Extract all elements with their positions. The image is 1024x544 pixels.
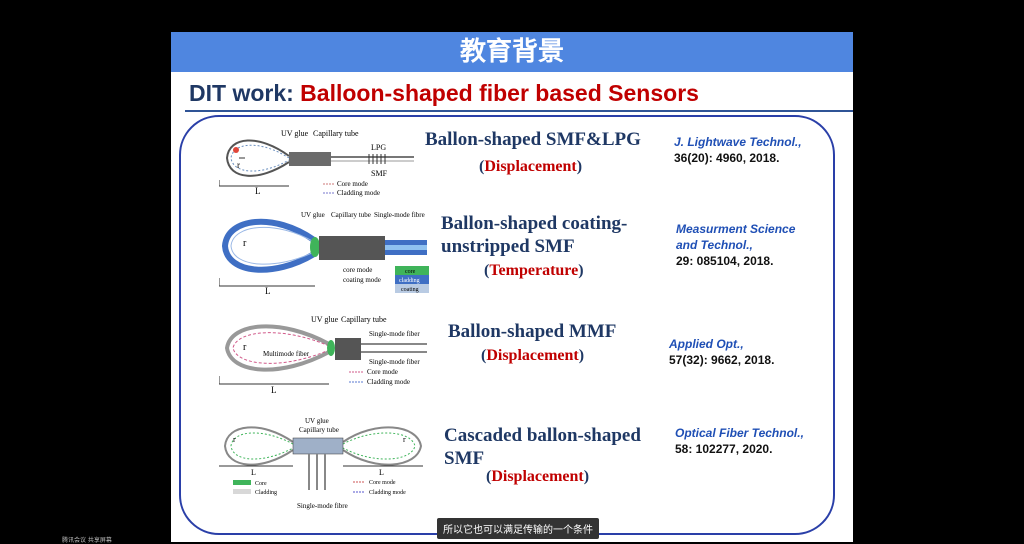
core-mode-label: Core mode xyxy=(367,368,398,376)
cladding-mode-label: Cladding mode xyxy=(337,189,380,197)
journal-name-3: Applied Opt., xyxy=(669,337,744,351)
presentation-slide: 教育背景 DIT work: Balloon-shaped fiber base… xyxy=(171,32,853,542)
sensor-name-2-line1: Ballon-shaped coating- xyxy=(441,213,628,234)
radius-label-left: r xyxy=(233,435,236,444)
core-mode-label: core mode xyxy=(343,266,372,274)
radius-label-right: r xyxy=(403,435,406,444)
sensor-name-2: Ballon-shaped coating-unstripped SMF xyxy=(441,212,627,258)
sensor-parameter-2-text: Temperature xyxy=(489,262,579,279)
single-mode-fibre-label: Single-mode fibre xyxy=(297,502,348,510)
capillary-tube-label: Capillary tube xyxy=(313,129,359,138)
radius-label: r xyxy=(237,160,240,170)
legend-cladding: cladding xyxy=(399,278,420,284)
sensor-parameter-1: (Displacement) xyxy=(479,158,583,175)
single-mode-fibre-label: Single-mode fibre xyxy=(374,211,425,219)
length-label-left: L xyxy=(251,468,256,477)
journal-ref-2: Measurment Science and Technol., 29: 08510… xyxy=(676,221,795,269)
subtitle-prefix: DIT work: xyxy=(189,80,301,106)
slide-header-title: 教育背景 xyxy=(171,32,853,72)
sensor-parameter-3-text: Displacement xyxy=(486,347,579,364)
sensor-parameter-2: (Temperature) xyxy=(484,262,584,279)
uv-glue-label: UV glue xyxy=(305,417,329,425)
legend-core: Core xyxy=(255,481,267,487)
single-mode-fiber-label-top: Single-mode fiber xyxy=(369,330,420,338)
coating-mode-label: coating mode xyxy=(343,276,381,284)
sensor-name-4-line1: Cascaded ballon-shaped xyxy=(444,425,641,446)
legend-core: core xyxy=(405,269,416,275)
length-label-right: L xyxy=(379,468,384,477)
uv-glue-label: UV glue xyxy=(311,315,339,324)
journal-name-4: Optical Fiber Technol., xyxy=(675,426,804,440)
diagram-cascaded: r r L L UV glue Capillary tube Core Clad… xyxy=(219,417,423,510)
smf-label: SMF xyxy=(371,169,388,178)
sensor-name-1-line1: Ballon-shaped SMF&LPG xyxy=(425,129,641,150)
sensor-parameter-4: (Displacement) xyxy=(486,468,590,485)
legend-cladding: Cladding xyxy=(255,490,277,496)
uv-glue-label: UV glue xyxy=(281,129,309,138)
slide-subtitle: DIT work: Balloon-shaped fiber based Sen… xyxy=(189,80,699,107)
sensor-name-1: Ballon-shaped SMF&LPG xyxy=(425,128,641,151)
sensor-name-2-line2: unstripped SMF xyxy=(441,236,575,257)
core-mode-label: Core mode xyxy=(337,180,368,188)
diagram-mmf: r Multimode fiber L UV glue Capillary tu… xyxy=(219,315,427,394)
radius-label: r xyxy=(243,238,247,249)
subtitle-accent: Balloon-shaped fiber based Sensors xyxy=(300,80,699,106)
sensor-name-3: Ballon-shaped MMF xyxy=(448,320,616,343)
core-mode-label: Core mode xyxy=(369,480,396,486)
diagram-smf-lpg: r L UV glue Capillary tube LPG SMF Core … xyxy=(219,129,414,197)
cladding-mode-label: Cladding mode xyxy=(367,378,410,386)
journal-citation-2: 29: 085104, 2018. xyxy=(676,254,774,268)
capillary-tube-label: Capillary tube xyxy=(331,211,371,219)
journal-name-2-line2: and Technol., xyxy=(676,238,753,252)
diagram-coating-smf: r L UV glue Capillary tube Single-mode f… xyxy=(219,211,429,294)
journal-citation-3: 57(32): 9662, 2018. xyxy=(669,353,775,367)
cladding-mode-label: Cladding mode xyxy=(369,490,406,496)
journal-citation-1: 36(20): 4960, 2018. xyxy=(674,151,780,165)
length-label: L xyxy=(271,385,277,394)
length-label: L xyxy=(255,186,261,196)
uv-glue-label: UV glue xyxy=(301,211,325,219)
sensor-name-4-line2: SMF xyxy=(444,448,485,469)
single-mode-fiber-label-bottom: Single-mode fiber xyxy=(369,358,420,366)
journal-ref-3: Applied Opt., 57(32): 9662, 2018. xyxy=(669,336,774,368)
journal-name-1: J. Lightwave Technol., xyxy=(674,135,802,149)
length-label: L xyxy=(265,286,271,294)
journal-ref-1: J. Lightwave Technol., 36(20): 4960, 2018… xyxy=(674,134,802,166)
journal-citation-4: 58: 102277, 2020. xyxy=(675,442,773,456)
lpg-label: LPG xyxy=(371,143,386,152)
sensor-name-3-line1: Ballon-shaped MMF xyxy=(448,321,617,342)
sensor-parameter-3: (Displacement) xyxy=(481,347,585,364)
title-divider xyxy=(185,110,853,112)
sensor-parameter-4-text: Displacement xyxy=(491,468,584,485)
radius-label: r xyxy=(243,342,247,353)
capillary-tube-label: Capillary tube xyxy=(299,426,339,434)
multimode-fiber-label: Multimode fiber xyxy=(263,350,310,358)
capillary-tube-label: Capillary tube xyxy=(341,315,387,324)
sensor-parameter-1-text: Displacement xyxy=(484,158,577,175)
journal-ref-4: Optical Fiber Technol., 58: 102277, 2020. xyxy=(675,425,804,457)
screen-share-label: 腾讯会议 共享屏幕 xyxy=(62,537,112,544)
journal-name-2: Measurment Science xyxy=(676,222,796,236)
legend-coating: coating xyxy=(401,287,419,293)
live-caption: 所以它也可以满足传输的一个条件 xyxy=(437,518,599,539)
